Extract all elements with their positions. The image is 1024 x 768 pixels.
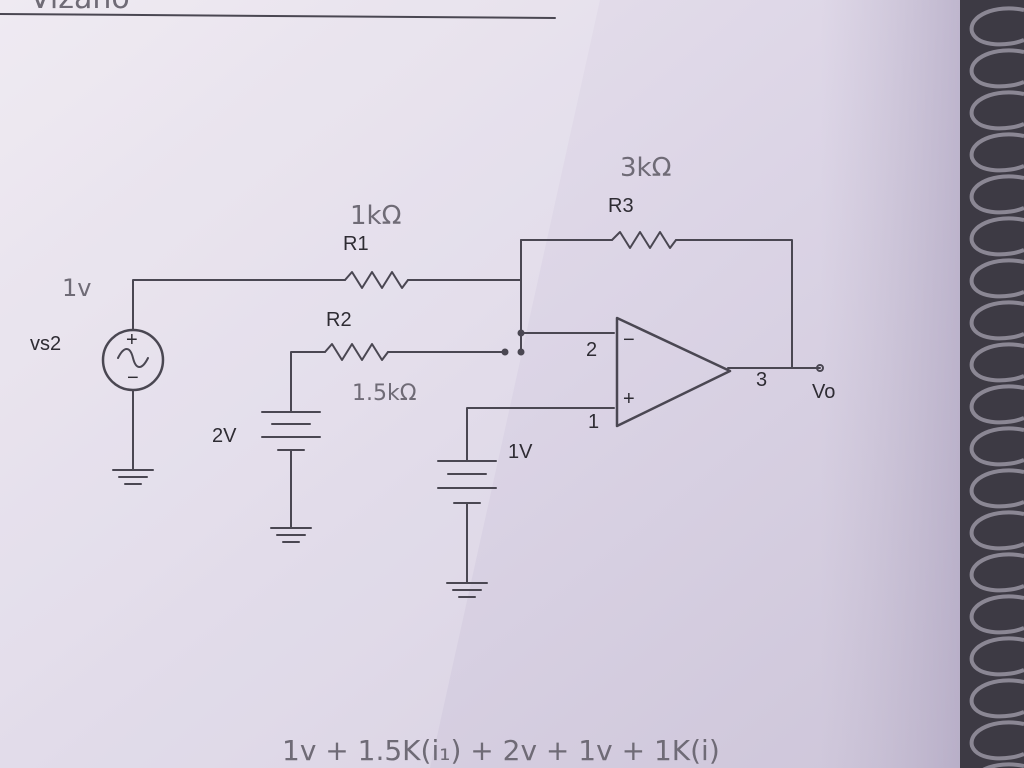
spiral-coil <box>969 300 1024 341</box>
label-r1: R1 <box>343 233 369 255</box>
ground-symbol-1v <box>446 582 488 598</box>
spiral-coil <box>969 552 1024 593</box>
hand-r3-value: 3kΩ <box>620 153 671 183</box>
paper-sheet <box>0 0 960 768</box>
op-amp-minus: − <box>623 329 635 351</box>
r3-resistor <box>611 231 677 249</box>
label-battery-1v: 1V <box>508 441 533 463</box>
wire-source-top <box>132 279 346 331</box>
ground-symbol-source <box>112 469 154 485</box>
spiral-coil <box>969 6 1024 47</box>
light-glare <box>0 0 600 768</box>
ac-source-plus: + <box>126 329 138 351</box>
label-r2: R2 <box>326 309 352 331</box>
spiral-coil <box>969 426 1024 467</box>
label-battery-2v: 2V <box>212 425 237 447</box>
junction-dot-node <box>517 348 525 356</box>
spiral-coil <box>969 510 1024 551</box>
battery-1v <box>437 460 497 504</box>
spiral-coil <box>969 468 1024 509</box>
header-rule <box>0 13 556 19</box>
spiral-coil <box>969 342 1024 383</box>
r2-resistor <box>324 343 389 361</box>
junction-dot-inverting <box>517 329 525 337</box>
spiral-coil <box>969 384 1024 425</box>
spiral-coil <box>969 678 1024 719</box>
spiral-coil <box>969 720 1024 761</box>
circuit-wires <box>132 231 824 584</box>
label-output-vo: Vo <box>812 381 835 403</box>
hand-equation: 1v + 1.5K(i₁) + 2v + 1v + 1K(i) <box>282 734 720 767</box>
spiral-coil <box>969 636 1024 677</box>
hand-r1-value: 1kΩ <box>350 201 401 231</box>
ground-symbol-2v <box>270 527 312 543</box>
label-vs2: vs2 <box>30 333 61 355</box>
op-amp-triangle <box>615 316 732 428</box>
spiral-coil <box>969 132 1024 173</box>
output-terminal <box>816 364 824 372</box>
ac-source-vs2: + − <box>101 328 165 392</box>
ac-source-circle <box>101 328 165 392</box>
pin-noninverting-label: 1 <box>588 411 599 433</box>
ac-wave-icon <box>117 348 149 368</box>
op-amp: − + 2 1 3 <box>586 316 767 433</box>
wire-noninverting-input <box>466 407 615 462</box>
spiral-coil <box>969 216 1024 257</box>
spiral-coil <box>982 762 1024 768</box>
r1-resistor <box>344 271 409 289</box>
hand-r2-value: 1.5kΩ <box>352 381 417 406</box>
wire-r3-output <box>675 239 793 369</box>
spiral-coil <box>969 48 1024 89</box>
spiral-coil <box>969 90 1024 131</box>
battery-2v <box>261 411 321 451</box>
spiral-coil <box>969 258 1024 299</box>
spiral-binding <box>969 6 1024 768</box>
pin-inverting-label: 2 <box>586 339 597 361</box>
junction-dot-r2 <box>501 348 509 356</box>
wire-battery2v-r2 <box>290 351 326 413</box>
spiral-coil <box>969 594 1024 635</box>
ac-source-minus: − <box>127 367 139 389</box>
op-amp-plus: + <box>623 388 635 410</box>
paper-shadow <box>820 0 960 768</box>
pin-output-label: 3 <box>756 369 767 391</box>
label-r3: R3 <box>608 195 634 217</box>
spiral-coil <box>969 174 1024 215</box>
hand-source-voltage: 1v <box>62 274 91 302</box>
header-text: Vizano <box>30 0 130 16</box>
